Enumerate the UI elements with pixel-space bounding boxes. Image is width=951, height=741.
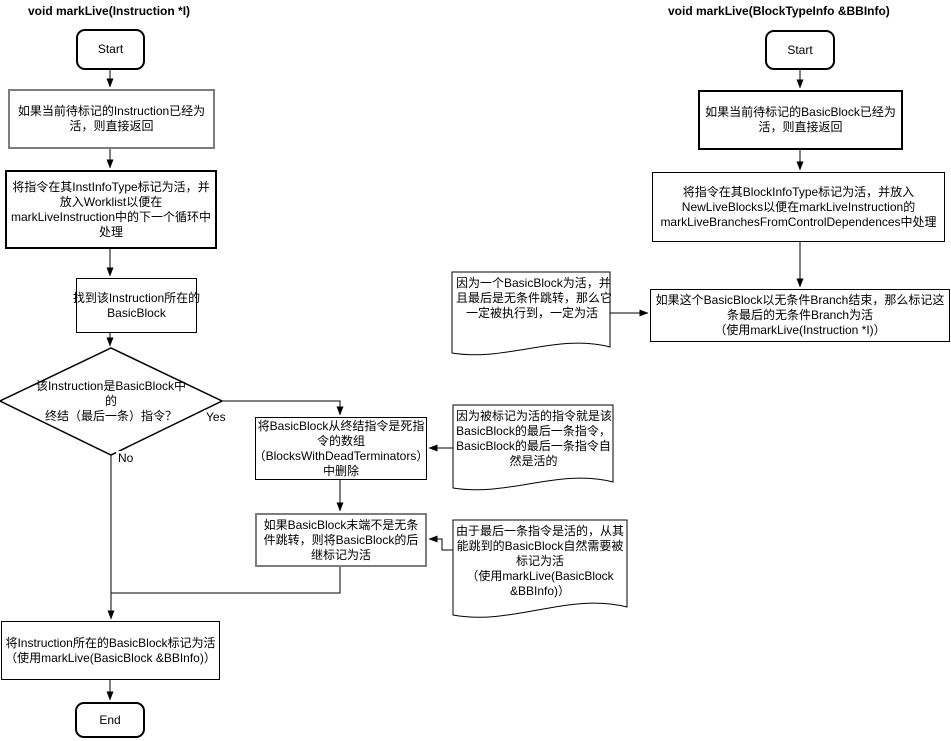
left-mark-instruction-box: 将指令在其InstInfoType标记为活，并 放入Worklist以便在 ma… <box>5 170 217 249</box>
note-last-instruction: 因为被标记为活的指令就是该 BasicBlock的最后一条指令， BasicBl… <box>456 409 613 468</box>
right-check-live-box: 如果当前待标记的BasicBlock已经为 活，则直接返回 <box>698 90 903 150</box>
mark-basicblock-live-box: 将Instruction所在的BasicBlock标记为活 （使用markLiv… <box>1 621 220 680</box>
right-start-node: Start <box>765 30 835 70</box>
left-start-node: Start <box>76 29 145 70</box>
decision-yes-label: Yes <box>204 410 228 424</box>
right-mark-blockinfo-box: 将指令在其BlockInfoType标记为活，并放入 NewLiveBlocks… <box>652 172 945 242</box>
decision-no-label: No <box>116 451 136 465</box>
right-mark-branch-live-box: 如果这个BasicBlock以无条件Branch结束，那么标记这 条最后的无条件… <box>650 289 950 342</box>
note-doc-shape-2 <box>452 404 614 491</box>
connector-note3-to-successors <box>428 535 453 551</box>
note-doc-shape-1 <box>451 271 611 356</box>
decision-label: 该Instruction是BasicBlock中 的 终结（最后一条）指令？ <box>35 379 187 423</box>
mark-successors-box: 如果BasicBlock末端不是无条 件跳转，则将BasicBlock的后 继标… <box>255 513 427 567</box>
connector-successors-to-join <box>111 567 341 594</box>
left-check-live-box: 如果当前待标记的Instruction已经为 活，则直接返回 <box>8 89 215 149</box>
right-chart-title: void markLive(BlockTypeInfo &BBInfo) <box>668 4 890 18</box>
connector-decision-yes <box>222 400 344 416</box>
note-unconditional-jump: 因为一个BasicBlock为活，并 且最后是无条件跳转，那么它 一定被执行到，… <box>456 276 613 320</box>
left-find-basicblock-box: 找到该Instruction所在的 BasicBlock <box>73 278 200 333</box>
note-doc-shape-3 <box>452 519 628 618</box>
left-chart-title: void markLive(Instruction *I) <box>28 4 191 18</box>
decision-diamond <box>0 347 224 456</box>
remove-dead-terminators-box: 将BasicBlock从终结指令是死指 令的数组 （BlocksWithDead… <box>254 417 428 480</box>
left-end-node: End <box>75 702 145 738</box>
note-successor-live: 由于最后一条指令是活的，从其 能跳到的BasicBlock自然需要被 标记为活 … <box>456 524 625 598</box>
